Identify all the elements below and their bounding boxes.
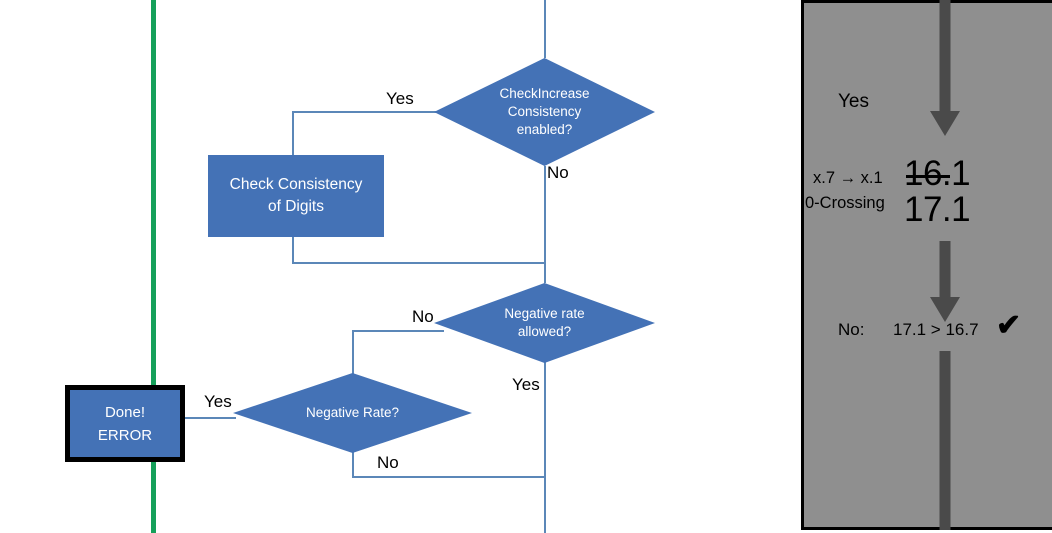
connector-checkincrease-no	[544, 166, 546, 283]
panel-arrow-middle-icon	[929, 241, 961, 323]
strikethrough-icon	[906, 174, 950, 178]
connector-trunk-top	[544, 0, 546, 58]
terminal-done-error-label: Done! ERROR	[97, 403, 153, 444]
connector-trunk-bottom	[544, 476, 546, 533]
decision-negative-rate[interactable]: Negative Rate?	[233, 373, 472, 453]
connector-negative-rate-yes-horizontal	[172, 417, 236, 419]
connector-checkincrease-yes-vertical	[292, 111, 294, 155]
green-divider-line	[151, 0, 156, 533]
panel-arrow-top-icon	[929, 0, 961, 137]
panel-rule-label-line1: x.7 → x.1	[813, 169, 883, 187]
decision-check-increase-consistency[interactable]: CheckIncrease Consistency enabled?	[434, 58, 655, 166]
connector-negative-allowed-no-vertical	[352, 330, 354, 374]
panel-rule-label-line2: 0-Crossing	[805, 194, 885, 212]
panel-value-struck-text: 16.1	[904, 154, 971, 193]
edge-label-done-error-yes: Yes	[204, 392, 232, 411]
panel-comparison-expression: 17.1 > 16.7	[893, 320, 979, 339]
panel-comparison-prefix: No:	[838, 320, 865, 339]
panel-arrow-bottom-icon	[929, 351, 961, 530]
panel-branch-label: Yes	[838, 91, 869, 112]
connector-negative-rate-no-vertical	[352, 452, 354, 478]
connector-negative-rate-no-horizontal	[352, 476, 546, 478]
connector-consistency-exit-vertical	[292, 236, 294, 264]
edge-label-check-increase-yes: Yes	[386, 89, 414, 108]
edge-label-negative-allowed-yes: Yes	[512, 375, 540, 394]
process-check-consistency-of-digits[interactable]: Check Consistency of Digits	[208, 155, 384, 237]
connector-negative-allowed-yes	[544, 362, 546, 478]
check-mark-icon: ✔	[996, 309, 1022, 342]
edge-label-negative-allowed-no: No	[412, 307, 434, 326]
decision-negative-rate-allowed[interactable]: Negative rate allowed?	[434, 283, 655, 363]
connector-checkincrease-yes-horizontal	[292, 111, 444, 113]
panel-value-result: 17.1	[904, 190, 971, 229]
connector-consistency-exit-horizontal	[292, 262, 546, 264]
edge-label-check-increase-no: No	[547, 163, 569, 182]
process-check-consistency-of-digits-label: Check Consistency of Digits	[229, 176, 363, 215]
terminal-done-error[interactable]: Done! ERROR	[65, 385, 185, 462]
connector-negative-allowed-no-horizontal	[352, 330, 444, 332]
edge-label-negative-rate-no: No	[377, 453, 399, 472]
panel-value-struck: 16.1	[904, 155, 1052, 193]
example-panel: Yes x.7 → x.1 0-Crossing 16.1 17.1 No: 1…	[801, 0, 1052, 530]
